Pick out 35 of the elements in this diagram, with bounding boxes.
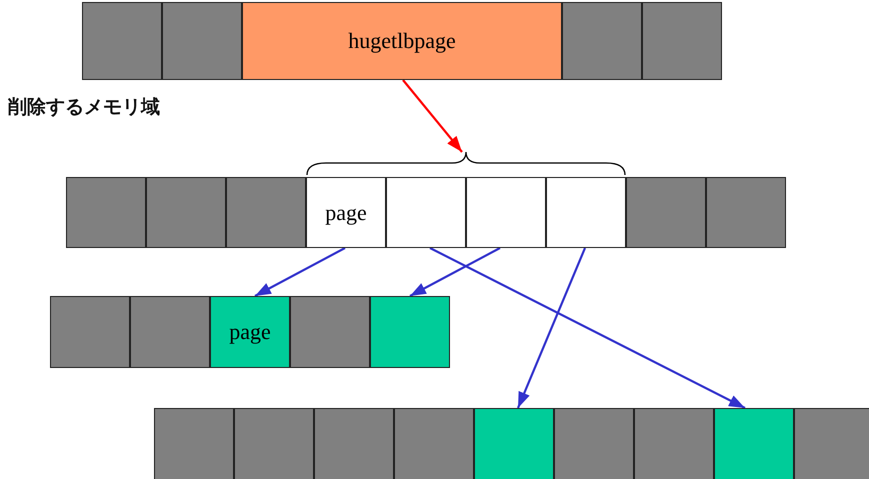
page-cell — [82, 2, 162, 80]
page-cell — [562, 2, 642, 80]
page-cell — [634, 408, 714, 479]
page-cell — [146, 177, 226, 248]
page-cell — [554, 408, 634, 479]
page-cell — [50, 296, 130, 368]
page-cell — [642, 2, 722, 80]
curly-brace — [306, 150, 626, 176]
page-cell — [466, 177, 546, 248]
arrow — [409, 247, 501, 297]
page-cell — [546, 177, 626, 248]
page-cell: page — [306, 177, 386, 248]
page-cell — [226, 177, 306, 248]
arrow — [254, 247, 346, 297]
page-cell — [314, 408, 394, 479]
page-cell — [474, 408, 554, 479]
page-cell: hugetlbpage — [242, 2, 562, 80]
page-cell — [714, 408, 794, 479]
arrow — [516, 248, 586, 408]
region-label: 削除するメモリ域 — [8, 95, 160, 120]
page-cell — [394, 408, 474, 479]
page-cell — [706, 177, 786, 248]
page-cell — [794, 408, 869, 479]
page-cell — [130, 296, 210, 368]
page-cell — [234, 408, 314, 479]
arrow — [430, 247, 746, 409]
page-cell — [386, 177, 466, 248]
page-cell: page — [210, 296, 290, 368]
page-cell — [66, 177, 146, 248]
arrow — [402, 79, 463, 153]
page-cell — [154, 408, 234, 479]
page-cell — [626, 177, 706, 248]
page-cell — [370, 296, 450, 368]
page-cell — [162, 2, 242, 80]
page-cell — [290, 296, 370, 368]
